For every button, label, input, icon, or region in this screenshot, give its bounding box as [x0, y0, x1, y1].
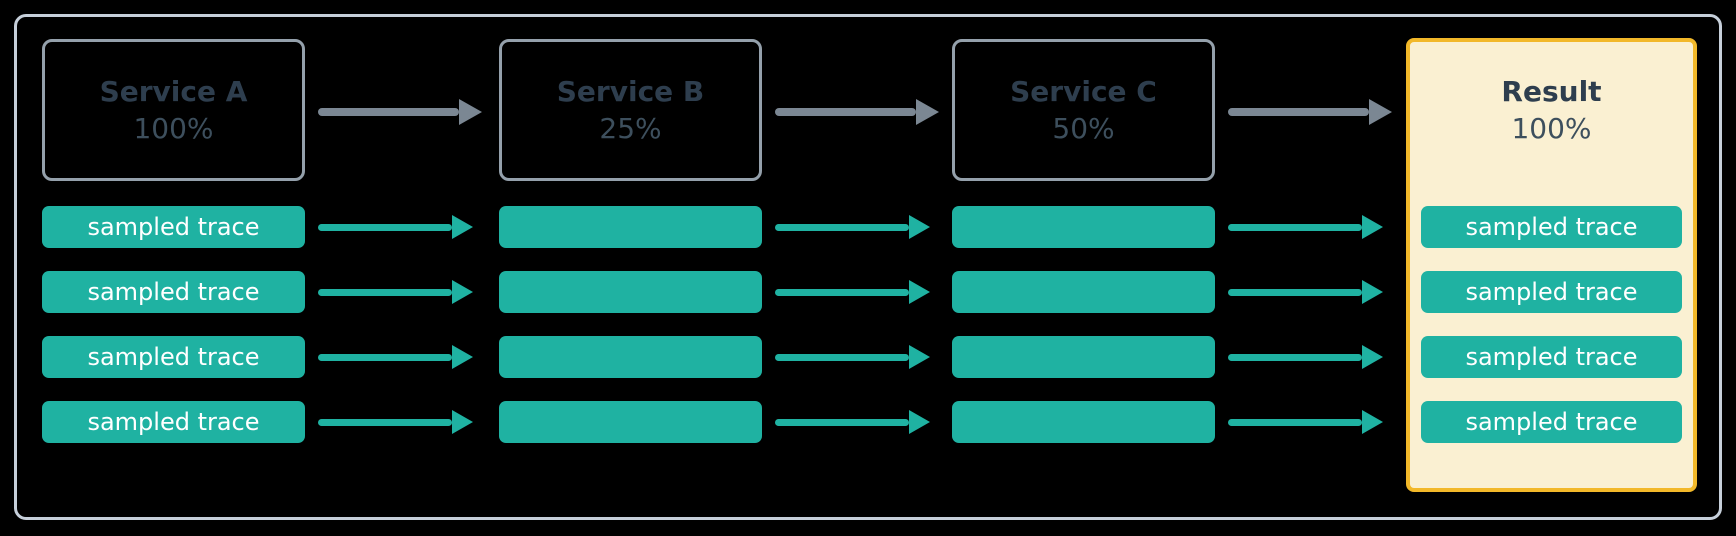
service-a-title: Service A: [99, 74, 248, 108]
sampled-trace-bar: [499, 271, 762, 313]
sampled-trace-bar: [499, 336, 762, 378]
sampled-trace-label: sampled trace: [1465, 408, 1638, 436]
sampled-trace-bar: [952, 336, 1215, 378]
sampled-trace-bar: [952, 206, 1215, 248]
service-c-box: Service C 50%: [952, 39, 1215, 181]
service-c-title: Service C: [1010, 74, 1157, 108]
sampled-trace-bar: sampled trace: [42, 401, 305, 443]
trace-arrow-icon: [1228, 215, 1383, 239]
service-b-title: Service B: [556, 74, 705, 108]
trace-arrow-icon: [1228, 345, 1383, 369]
service-b-box: Service B 25%: [499, 39, 762, 181]
sampled-trace-label: sampled trace: [1465, 213, 1638, 241]
sampled-trace-bar: sampled trace: [42, 271, 305, 313]
service-c-rate: 50%: [1052, 111, 1115, 145]
sampled-trace-bar: sampled trace: [1421, 336, 1682, 378]
result-header: Result 100%: [1406, 39, 1697, 181]
flow-arrow-icon: [1228, 99, 1392, 125]
service-b-rate: 25%: [599, 111, 662, 145]
sampled-trace-label: sampled trace: [1465, 343, 1638, 371]
trace-arrow-icon: [775, 215, 930, 239]
sampled-trace-label: sampled trace: [87, 408, 260, 436]
service-a-rate: 100%: [133, 111, 214, 145]
trace-arrow-icon: [1228, 280, 1383, 304]
trace-arrow-icon: [318, 410, 473, 434]
result-rate: 100%: [1511, 111, 1592, 145]
diagram-frame: [14, 14, 1722, 520]
sampled-trace-bar: [952, 401, 1215, 443]
flow-arrow-icon: [775, 99, 939, 125]
sampled-trace-bar: sampled trace: [42, 206, 305, 248]
trace-arrow-icon: [775, 410, 930, 434]
service-a-box: Service A 100%: [42, 39, 305, 181]
trace-arrow-icon: [318, 280, 473, 304]
trace-arrow-icon: [318, 215, 473, 239]
sampled-trace-bar: [499, 401, 762, 443]
sampled-trace-bar: [499, 206, 762, 248]
sampled-trace-bar: sampled trace: [1421, 271, 1682, 313]
trace-arrow-icon: [318, 345, 473, 369]
trace-arrow-icon: [775, 280, 930, 304]
sampled-trace-bar: sampled trace: [1421, 401, 1682, 443]
sampled-trace-label: sampled trace: [1465, 278, 1638, 306]
result-title: Result: [1501, 74, 1602, 108]
sampled-trace-bar: sampled trace: [1421, 206, 1682, 248]
sampled-trace-label: sampled trace: [87, 278, 260, 306]
trace-arrow-icon: [775, 345, 930, 369]
flow-arrow-icon: [318, 99, 482, 125]
sampled-trace-label: sampled trace: [87, 343, 260, 371]
sampled-trace-bar: [952, 271, 1215, 313]
sampled-trace-label: sampled trace: [87, 213, 260, 241]
trace-arrow-icon: [1228, 410, 1383, 434]
sampled-trace-bar: sampled trace: [42, 336, 305, 378]
